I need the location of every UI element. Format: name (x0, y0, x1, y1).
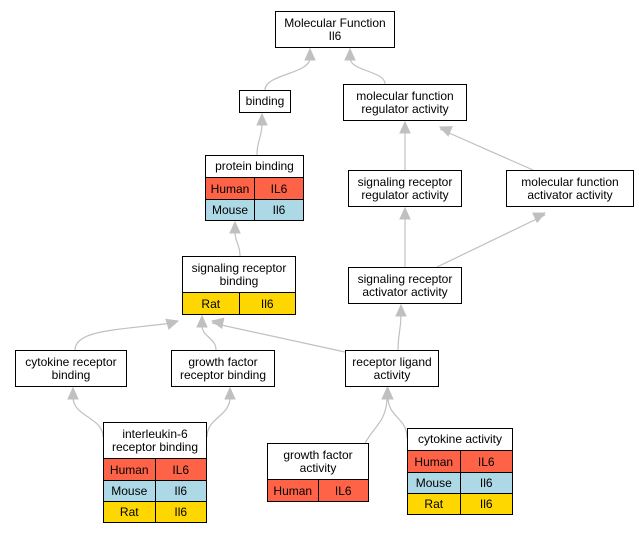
node-title-line: signaling receptor (357, 271, 453, 286)
edge-cytokine_receptor_binding-to-sig_receptor_binding (74, 322, 173, 351)
edge-mf_activator-to-mf_regulator (439, 128, 534, 171)
node-title-line: activity (299, 460, 337, 475)
arrowhead (210, 317, 225, 329)
arrowhead (532, 212, 547, 224)
arrowhead (165, 318, 180, 330)
species-label: Rat (424, 497, 444, 511)
gene-label: IL6 (317, 480, 369, 501)
node-molecular-function-activator-activity[interactable]: molecular function activator activity (506, 170, 634, 207)
arrowhead (229, 220, 241, 234)
node-title-line: receptor binding (111, 439, 199, 454)
node-title-line: regulator activity (361, 187, 449, 202)
species-row-human: Human IL6 (206, 178, 303, 199)
node-title-line: growth factor (283, 447, 353, 462)
edge-binding-to-mf_root (264, 57, 311, 91)
gene-label: IL6 (254, 178, 303, 199)
node-title-line: molecular function (521, 174, 619, 189)
edge-receptor_ligand-to-sig_receptor_binding (211, 322, 346, 353)
node-title-line: molecular function (356, 88, 454, 103)
node-growth-factor-activity[interactable]: growth factor activity Human IL6 (267, 443, 369, 502)
edge-sig_receptor_activator-to-mf_activator (436, 214, 546, 268)
node-title-line: interleukin-6 (122, 426, 188, 441)
arrowhead (67, 386, 79, 400)
edge-mf_regulator-to-mf_root (349, 57, 386, 85)
node-title-line: growth factor (188, 354, 258, 369)
node-title-line: binding (245, 94, 285, 108)
node-growth-factor-receptor-binding[interactable]: growth factor receptor binding (171, 350, 275, 387)
edge-cytokine_activity-to-receptor_ligand (387, 396, 408, 439)
node-title-line: Molecular Function (284, 15, 386, 30)
arrowhead (382, 386, 394, 400)
node-title-line: binding (51, 367, 91, 382)
species-row-human: Human IL6 (268, 480, 368, 501)
node-cytokine-receptor-binding[interactable]: cytokine receptor binding (15, 350, 127, 387)
species-row-rat: Rat Il6 (104, 501, 206, 522)
species-label: Mouse (211, 203, 249, 217)
arrowhead (395, 303, 407, 317)
node-title-line: binding (219, 273, 259, 288)
species-row-human: Human IL6 (104, 459, 206, 480)
species-row-rat: Rat Il6 (408, 493, 512, 514)
arrowhead (399, 120, 411, 134)
node-title-line: receptor ligand (352, 354, 432, 369)
node-title-line: signaling receptor (191, 260, 287, 275)
node-signaling-receptor-binding[interactable]: signaling receptor binding Rat Il6 (182, 256, 296, 315)
node-title-line: receptor binding (179, 367, 267, 382)
node-title-line: protein binding (215, 159, 294, 173)
species-label: Mouse (111, 484, 148, 498)
species-label: Mouse (415, 476, 452, 490)
gene-label: Il6 (254, 200, 303, 220)
edge-sig_receptor_binding-to-protein_binding (234, 230, 241, 257)
edge-il6_receptor_binding-to-cytokine_receptor_binding (72, 396, 104, 438)
arrowhead (256, 112, 268, 126)
species-label: Rat (119, 505, 139, 519)
node-title-line: signaling receptor (357, 174, 453, 189)
edge-il6_receptor_binding-to-growth_factor_receptor_binding (206, 396, 231, 438)
gene-label: Il6 (154, 502, 207, 522)
gene-label: Il6 (238, 293, 296, 314)
edge-growth_factor_receptor_binding-to-sig_receptor_binding (201, 324, 217, 351)
node-title-line: cytokine receptor (25, 354, 117, 369)
node-molecular-function-il6[interactable]: Molecular Function Il6 (275, 11, 395, 48)
edge-protein_binding-to-binding (256, 122, 263, 156)
arrowhead (196, 314, 208, 328)
gene-label: Il6 (459, 473, 513, 493)
node-title-line: regulator activity (361, 101, 449, 116)
species-label: Human (414, 454, 454, 469)
node-protein-binding[interactable]: protein binding Human IL6 Mouse Il6 (205, 155, 304, 221)
node-signaling-receptor-regulator-activity[interactable]: signaling receptor regulator activity (348, 170, 462, 207)
node-title-line: activator activity (527, 187, 613, 202)
arrowhead (304, 47, 316, 61)
node-receptor-ligand-activity[interactable]: receptor ligand activity (345, 350, 439, 387)
species-row-mouse: Mouse Il6 (104, 480, 206, 501)
edge-receptor_ligand-to-sig_receptor_activator (397, 313, 402, 351)
species-row-rat: Rat Il6 (183, 293, 295, 314)
gene-label: IL6 (154, 459, 207, 480)
gene-label: IL6 (459, 451, 513, 472)
gene-label: Il6 (459, 494, 513, 514)
arrowhead (438, 126, 453, 137)
species-row-mouse: Mouse Il6 (206, 199, 303, 220)
arrowhead (224, 386, 236, 400)
node-interleukin-6-receptor-binding[interactable]: interleukin-6 receptor binding Human IL6… (103, 422, 207, 523)
node-molecular-function-regulator-activity[interactable]: molecular function regulator activity (343, 84, 467, 121)
species-row-mouse: Mouse Il6 (408, 472, 512, 493)
species-row-human: Human IL6 (408, 451, 512, 472)
species-label: Human (273, 483, 313, 498)
species-label: Human (210, 181, 250, 196)
arrowhead (399, 206, 411, 220)
gene-label: Il6 (154, 481, 207, 501)
node-cytokine-activity[interactable]: cytokine activity Human IL6 Mouse Il6 Ra… (407, 428, 513, 515)
node-binding[interactable]: binding (239, 90, 291, 113)
node-title-line: activity (373, 367, 411, 382)
node-title-line: activator activity (362, 284, 448, 299)
node-title-line: cytokine activity (417, 432, 503, 446)
species-label: Rat (201, 296, 221, 311)
node-signaling-receptor-activator-activity[interactable]: signaling receptor activator activity (348, 267, 462, 304)
arrowhead (344, 47, 356, 61)
species-label: Human (109, 462, 149, 477)
node-title-line: Il6 (328, 28, 342, 43)
